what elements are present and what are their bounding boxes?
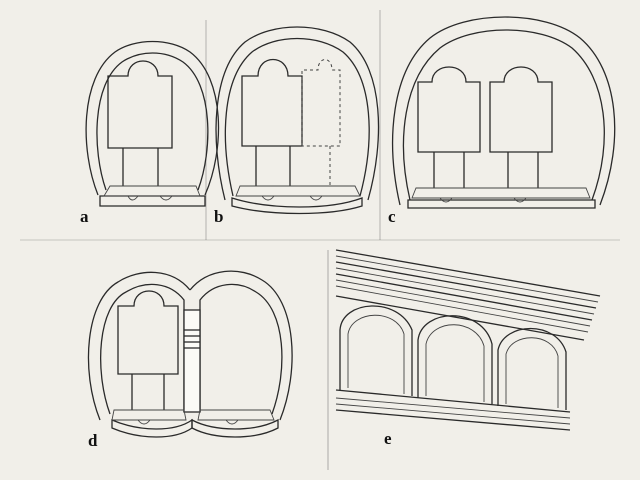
inner-lining (224, 37, 370, 197)
vehicle-outline (117, 290, 179, 375)
invert (231, 197, 363, 215)
outer-lining (85, 40, 220, 196)
left-vehicle-outline (417, 66, 481, 153)
panel-label-a: a (80, 207, 89, 226)
inner-lining (402, 29, 605, 201)
second-vehicle-dashed-outline (301, 59, 341, 147)
panel-a-single-track-tunnel: a (80, 40, 220, 226)
arch-1 (339, 305, 413, 396)
right-invert (191, 418, 279, 438)
upper-beam-lines (335, 249, 601, 341)
arches (339, 305, 567, 410)
panel-label-d: d (88, 431, 98, 450)
outer-lining (392, 16, 616, 206)
arch-2 (417, 315, 493, 404)
panel-dividers (20, 10, 620, 470)
left-bore-inner (100, 283, 185, 415)
panel-label-b: b (214, 207, 223, 226)
panel-c-double-track-tunnel: c (388, 16, 616, 226)
outer-lining (215, 26, 380, 201)
arch-3 (497, 328, 567, 410)
lower-beam-lines (335, 389, 571, 431)
invert (99, 195, 206, 207)
left-bore-outer (87, 271, 191, 421)
pillar-hatching (184, 329, 200, 349)
vehicle-outline (107, 60, 173, 149)
panel-d-twin-tunnel: d (87, 270, 293, 450)
invert (407, 199, 596, 209)
panel-e-arched-lining-perspective: e (335, 249, 601, 448)
right-bore-outer (189, 270, 293, 421)
panel-b-widened-tunnel: b (214, 26, 380, 226)
right-bore-inner (199, 283, 283, 415)
panel-label-e: e (384, 429, 392, 448)
right-vehicle-outline (489, 66, 553, 153)
panel-label-c: c (388, 207, 396, 226)
vehicle-outline (241, 59, 303, 147)
left-invert (111, 418, 193, 438)
central-pillar (183, 309, 201, 413)
inner-lining (96, 52, 209, 191)
